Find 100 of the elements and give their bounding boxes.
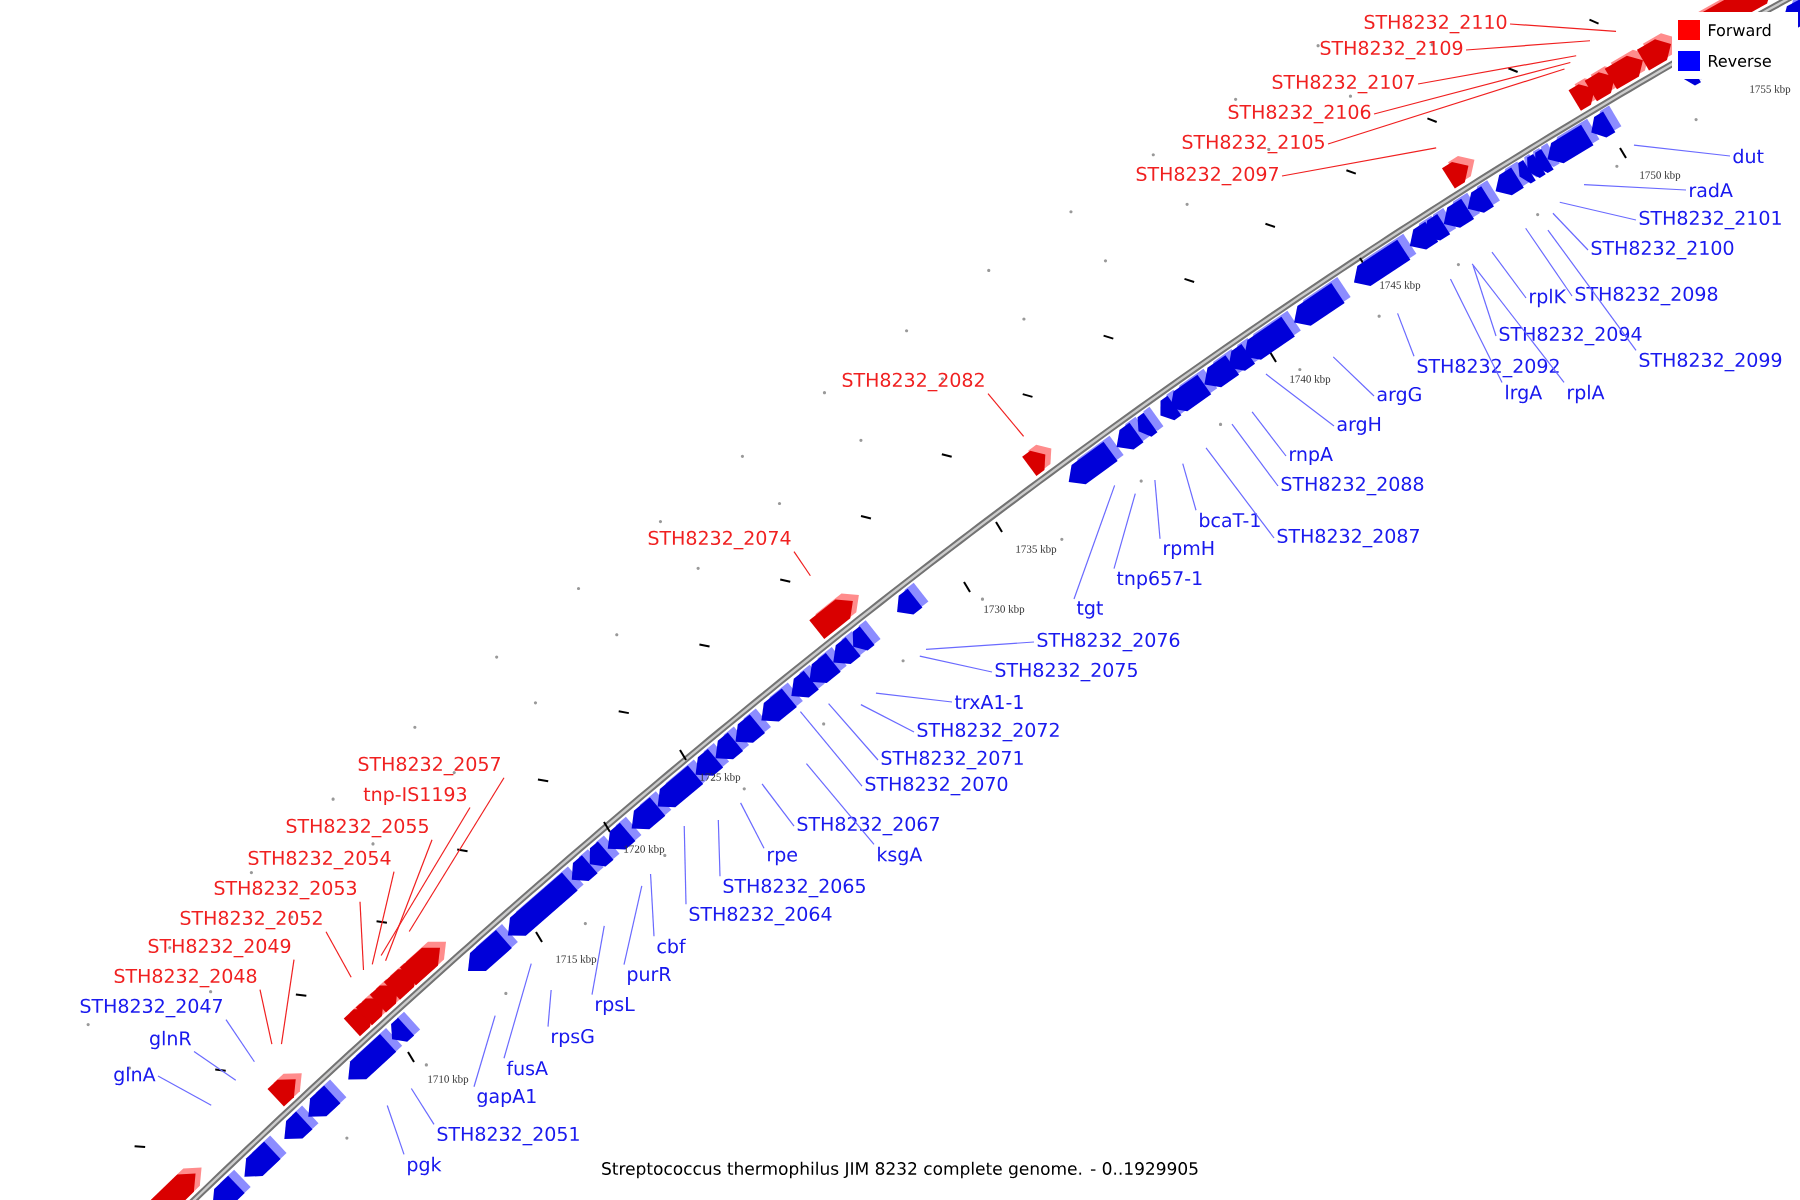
leader-line (649, 873, 655, 937)
gene-label: STH8232_2101 (1639, 210, 1781, 230)
leader-line (1332, 356, 1375, 397)
gene-label: STH8232_2106 (1228, 104, 1371, 124)
gene-label: purR (628, 967, 671, 985)
gene-label: STH8232_2051 (437, 1126, 579, 1146)
gene-label: STH8232_2097 (1136, 166, 1278, 186)
leader-line (1327, 68, 1566, 145)
leader-line (385, 839, 433, 962)
leader-line (325, 931, 352, 978)
leader-line (1509, 23, 1617, 32)
leader-line (1633, 144, 1731, 157)
gene-label: STH8232_2088 (1281, 476, 1424, 496)
leader-line (805, 763, 875, 845)
leader-line (1472, 264, 1497, 337)
leader-line (1449, 278, 1503, 383)
leader-line (1465, 40, 1591, 51)
gene-label: STH8232_2109 (1320, 40, 1463, 60)
gene-label: STH8232_2110 (1364, 14, 1507, 34)
gene-label: trxA1-1 (954, 695, 1023, 709)
leader-line (828, 702, 879, 761)
gene-label: tgt (1076, 601, 1103, 619)
gene-label: ksgA (878, 846, 923, 866)
leader-line (473, 1015, 496, 1088)
gene-label: argH (1337, 417, 1381, 435)
gene-label: STH8232_2105 (1182, 134, 1324, 154)
gene-label: bcaT-1 (1200, 512, 1260, 528)
leader-line (386, 1104, 405, 1155)
gene-label: dut (1733, 148, 1764, 164)
gene-label: lrgA (1506, 384, 1543, 404)
leader-line (157, 1075, 212, 1106)
leader-line (740, 802, 765, 849)
gene-label: STH8232_2054 (248, 850, 391, 870)
leader-line (408, 777, 505, 933)
gene-label: STH8232_2074 (648, 530, 791, 550)
leader-line (1251, 411, 1287, 457)
gene-label: STH8232_2072 (917, 722, 1059, 742)
gene-label: STH8232_2075 (995, 662, 1137, 682)
leader-line (761, 783, 795, 827)
leader-line (1281, 147, 1437, 177)
leader-line (875, 692, 953, 703)
leader-line (1373, 61, 1571, 115)
gene-label: STH8232_2087 (1277, 528, 1419, 548)
leader-line (1552, 212, 1589, 251)
gene-label: STH8232_2053 (214, 880, 357, 900)
gene-label: radA (1690, 182, 1733, 198)
leader-line (717, 819, 721, 877)
leader-line (1559, 201, 1637, 221)
leader-line (1073, 484, 1116, 600)
leader-line (1265, 373, 1335, 427)
gene-label: STH8232_2099 (1639, 352, 1782, 372)
leader-line (1417, 55, 1577, 85)
leader-line (1583, 183, 1687, 191)
gene-label: STH8232_2055 (286, 818, 428, 838)
leader-line (925, 641, 1035, 650)
leader-line (547, 989, 552, 1028)
legend-label: Forward (1709, 23, 1771, 37)
leader-line (793, 551, 811, 577)
leader-line (683, 825, 687, 905)
leader-line (623, 885, 643, 966)
leader-line (371, 871, 395, 965)
leader-line (1397, 312, 1415, 357)
gene-label: STH8232_2047 (80, 998, 222, 1018)
gene-label: STH8232_2057 (358, 756, 500, 776)
leader-line (860, 704, 915, 733)
gene-label: glnR (150, 1030, 192, 1050)
leader-line (799, 711, 863, 787)
leader-line (280, 959, 295, 1045)
leader-line (1205, 447, 1275, 539)
gene-label: glnA (114, 1066, 156, 1086)
gene-label: STH8232_2070 (865, 776, 1008, 796)
leader-line (987, 393, 1025, 437)
gene-label: rpsL (596, 997, 635, 1015)
gene-label: rnpA (1290, 447, 1333, 465)
leader-line (591, 925, 605, 996)
leader-line (1182, 463, 1197, 511)
gene-label: rpmH (1164, 541, 1214, 559)
leader-line (503, 963, 532, 1059)
gene-label: STH8232_2098 (1575, 286, 1718, 306)
leader-line (380, 806, 471, 957)
gene-label: rplK (1530, 288, 1567, 308)
leader-line (1113, 493, 1136, 570)
gene-label: cbf (657, 938, 686, 954)
gene-label: STH8232_2048 (114, 968, 257, 988)
leader-line (225, 1019, 255, 1063)
gene-label: STH8232_2052 (180, 910, 322, 930)
gene-label: STH8232_2100 (1591, 240, 1734, 260)
leader-line (1525, 227, 1573, 297)
gene-label: STH8232_2071 (881, 750, 1023, 770)
gene-label: STH8232_2049 (148, 938, 291, 958)
leader-line (410, 1087, 435, 1125)
gene-label: STH8232_2064 (689, 906, 832, 926)
leader-line (1154, 479, 1161, 540)
gene-label: STH8232_2065 (723, 878, 865, 898)
gene-label: pgk (408, 1156, 442, 1176)
leader-line (259, 989, 273, 1045)
gene-label: rpe (768, 850, 797, 866)
leader-line (193, 1051, 237, 1081)
leader-line (919, 655, 993, 673)
gene-label: rplA (1568, 384, 1605, 404)
